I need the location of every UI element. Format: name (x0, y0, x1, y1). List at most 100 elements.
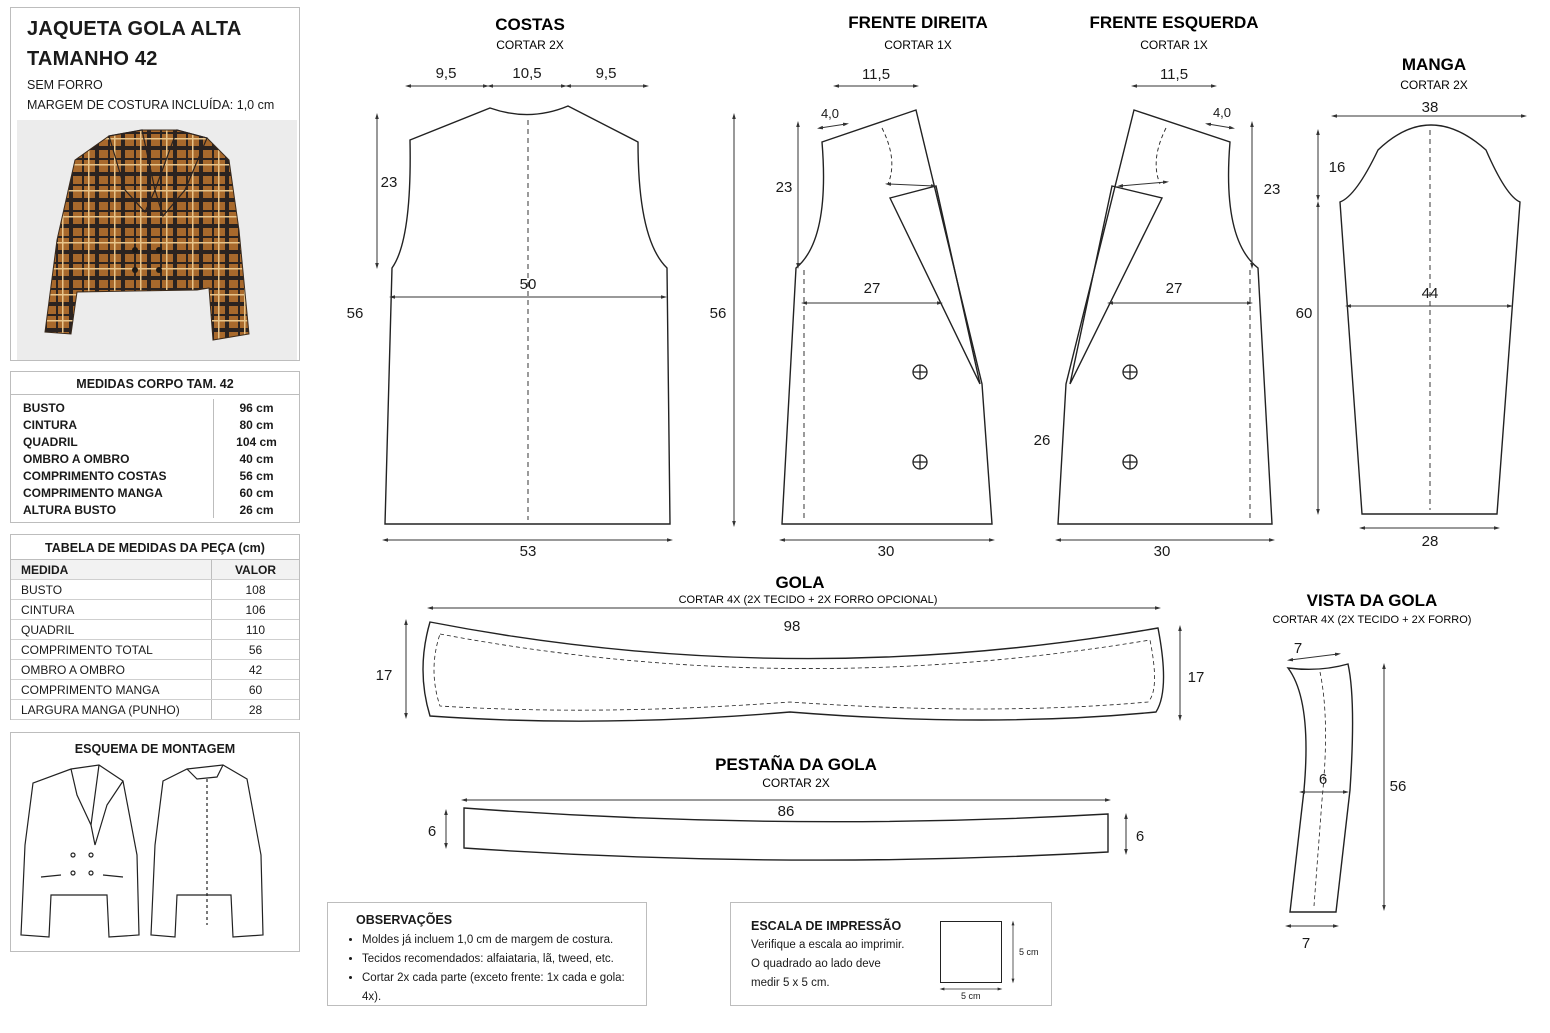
table-header-row: MEDIDA VALOR (11, 559, 299, 580)
frente-esquerda-dim-bust: 27 (1166, 280, 1183, 297)
col-measure: MEDIDA (11, 559, 212, 580)
measure-label: COMPRIMENTO COSTAS (13, 467, 214, 484)
scale-square (940, 921, 1002, 983)
measure-label: LARGURA MANGA (PUNHO) (11, 699, 212, 720)
frente-direita-lapel (888, 185, 981, 385)
frente-direita-outline (781, 109, 993, 525)
title-line-1: JAQUETA GOLA ALTA (27, 18, 242, 40)
frente-direita-dim-neck: 4,0 (821, 106, 839, 121)
subtitle-seam: MARGEM DE COSTURA INCLUÍDA: 1,0 cm (27, 98, 275, 112)
subtitle-lining: SEM FORRO (27, 78, 103, 92)
measure-label: OMBRO A OMBRO (11, 659, 212, 680)
frente-direita-dim-armhole: 23 (776, 179, 793, 196)
measure-label: CINTURA (11, 599, 212, 620)
measure-label: COMPRIMENTO TOTAL (11, 639, 212, 660)
pestana-dim-left: 6 (428, 823, 436, 840)
vista-dim-top: 7 (1294, 640, 1302, 657)
measure-value: 60 (211, 679, 299, 700)
notes-list: Moldes já incluem 1,0 cm de margem de co… (346, 931, 646, 1007)
divider (11, 394, 299, 395)
jacket-illustration (44, 129, 250, 341)
frente-esquerda-title: FRENTE ESQUERDA (1089, 13, 1258, 32)
costas-dim-top-left: 9,5 (436, 65, 457, 82)
vista-outline (1286, 663, 1354, 913)
gola-dim-right: 17 (1188, 669, 1205, 686)
costas-outline (384, 105, 671, 525)
vista-title: VISTA DA GOLA (1307, 591, 1438, 610)
body-measures-title: MEDIDAS CORPO TAM. 42 (76, 377, 234, 391)
gola-dim-length: 98 (784, 618, 801, 635)
costas-cut: CORTAR 2X (496, 38, 564, 52)
assembly-box: ESQUEMA DE MONTAGEM (10, 732, 300, 952)
costas-title: COSTAS (495, 15, 565, 34)
vista-cut: CORTAR 4X (2X TECIDO + 2X FORRO) (1273, 614, 1472, 626)
measure-label: QUADRIL (11, 619, 212, 640)
scale-side-label: 5 cm (1019, 947, 1039, 957)
pestana-dim-length: 86 (778, 803, 795, 820)
list-item: Moldes já incluem 1,0 cm de margem de co… (362, 931, 646, 950)
notes-box: OBSERVAÇÕES Moldes já incluem 1,0 cm de … (327, 902, 647, 1006)
measure-value: 104 cm (236, 434, 277, 449)
measure-label: ALTURA BUSTO (13, 501, 214, 518)
frente-esquerda-dim-neck: 4,0 (1213, 105, 1231, 120)
measure-value: 42 (211, 659, 299, 680)
scale-line-1: Verifique a escala ao imprimir. (751, 939, 905, 951)
measure-label: QUADRIL (13, 433, 214, 450)
scale-box: ESCALA DE IMPRESSÃO Verifique a escala a… (730, 902, 1052, 1006)
manga-title: MANGA (1402, 55, 1466, 74)
scale-title: ESCALA DE IMPRESSÃO (751, 919, 902, 933)
frente-esquerda-dim-armhole: 23 (1264, 181, 1281, 198)
measure-label: COMPRIMENTO MANGA (11, 679, 212, 700)
pestana-cut: CORTAR 2X (762, 776, 830, 790)
measure-label: COMPRIMENTO MANGA (13, 484, 214, 501)
frente-esquerda-dim-shoulder: 11,5 (1160, 66, 1188, 83)
table-row: QUADRIL 104 cm (13, 433, 299, 450)
vista-dim-width: 6 (1319, 771, 1327, 788)
measure-value: 96 cm (239, 400, 274, 415)
manga-dim-length: 60 (1296, 305, 1313, 322)
button-mark (912, 364, 928, 380)
scale-dims (939, 920, 1015, 991)
measure-value: 56 (211, 639, 299, 660)
piece-measures-title: TABELA DE MEDIDAS DA PEÇA (cm) (45, 541, 265, 555)
list-item: Cortar 2x cada parte (exceto frente: 1x … (362, 969, 646, 1007)
measure-label: BUSTO (13, 399, 214, 416)
table-row: COMPRIMENTO MANGA 60 cm (13, 484, 299, 501)
frente-esquerda-dim-side: 26 (1034, 432, 1051, 449)
measure-value: 60 cm (239, 485, 274, 500)
gola-cut: CORTAR 4X (2X TECIDO + 2X FORRO OPCIONAL… (679, 594, 938, 606)
table-row: BUSTO 96 cm (13, 399, 299, 416)
measure-value: 110 (211, 619, 299, 640)
button-mark (1122, 454, 1138, 470)
assembly-title: ESQUEMA DE MONTAGEM (74, 742, 236, 756)
measure-label: CINTURA (13, 416, 214, 433)
manga-dim-cap: 16 (1329, 159, 1346, 176)
measure-value: 108 (211, 579, 299, 600)
pestana-dim-right: 6 (1136, 828, 1144, 845)
list-item: Tecidos recomendados: alfaiataria, lã, t… (362, 950, 646, 969)
scale-line-2: O quadrado ao lado deve (751, 958, 881, 970)
title-line-2: TAMANHO 42 (27, 48, 158, 70)
notes-title: OBSERVAÇÕES (356, 913, 453, 927)
button-mark (1122, 364, 1138, 380)
frente-direita-cut: CORTAR 1X (884, 38, 952, 52)
frente-esquerda-outline (1057, 109, 1273, 525)
frente-esquerda-dim-hem: 30 (1154, 543, 1171, 560)
manga-dim-width: 44 (1422, 285, 1439, 302)
table-row: LARGURA MANGA (PUNHO)28 (11, 699, 299, 720)
costas-dim-length: 56 (347, 305, 364, 322)
frente-direita-dim-hem: 30 (878, 543, 895, 560)
manga-outline (1339, 124, 1521, 515)
